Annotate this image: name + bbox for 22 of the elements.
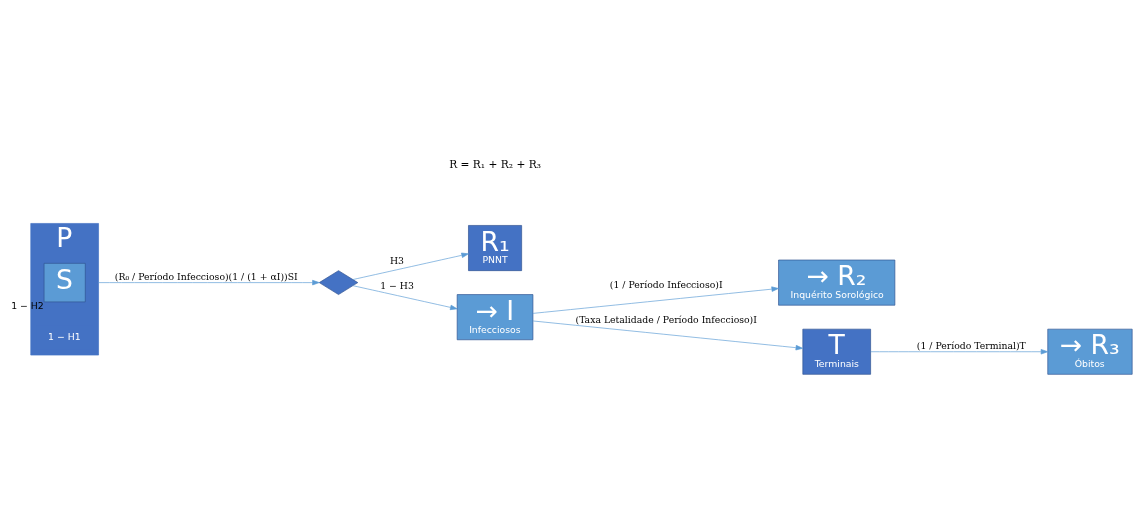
arrow [352, 252, 469, 280]
label: R = R₁ + R₂ + R₃ [449, 157, 541, 171]
edge-label: 1 − H3 [380, 279, 414, 291]
edge-label: (1 / Período Infeccioso)I [609, 278, 723, 290]
arrow [532, 320, 803, 350]
node-label: 1 − H2 [11, 299, 44, 311]
arrow [98, 279, 320, 285]
arrow [532, 286, 779, 314]
edge-label: (1 / Período Terminal)T [916, 339, 1026, 351]
node-box: T Terminais [802, 328, 871, 375]
arrow [352, 284, 458, 310]
edge-label: (R₀ / Período Infeccioso)(1 / (1 + αI))SI [114, 270, 298, 282]
edge-label: H3 [390, 254, 405, 266]
node-label: 1 − H1 [48, 330, 81, 342]
edge-label: (Taxa Letalidade / Período Infeccioso)I [575, 313, 757, 325]
node-box: S [43, 262, 86, 302]
node-box: → I Infecciosos [456, 293, 534, 340]
node-diamond [318, 269, 359, 295]
arrow [870, 348, 1049, 354]
node-box: → R₃ Óbitos [1047, 328, 1133, 375]
node-box: → R₂ Inquérito Sorológico [778, 259, 896, 306]
node-box: R₁ PNNT [468, 224, 522, 271]
